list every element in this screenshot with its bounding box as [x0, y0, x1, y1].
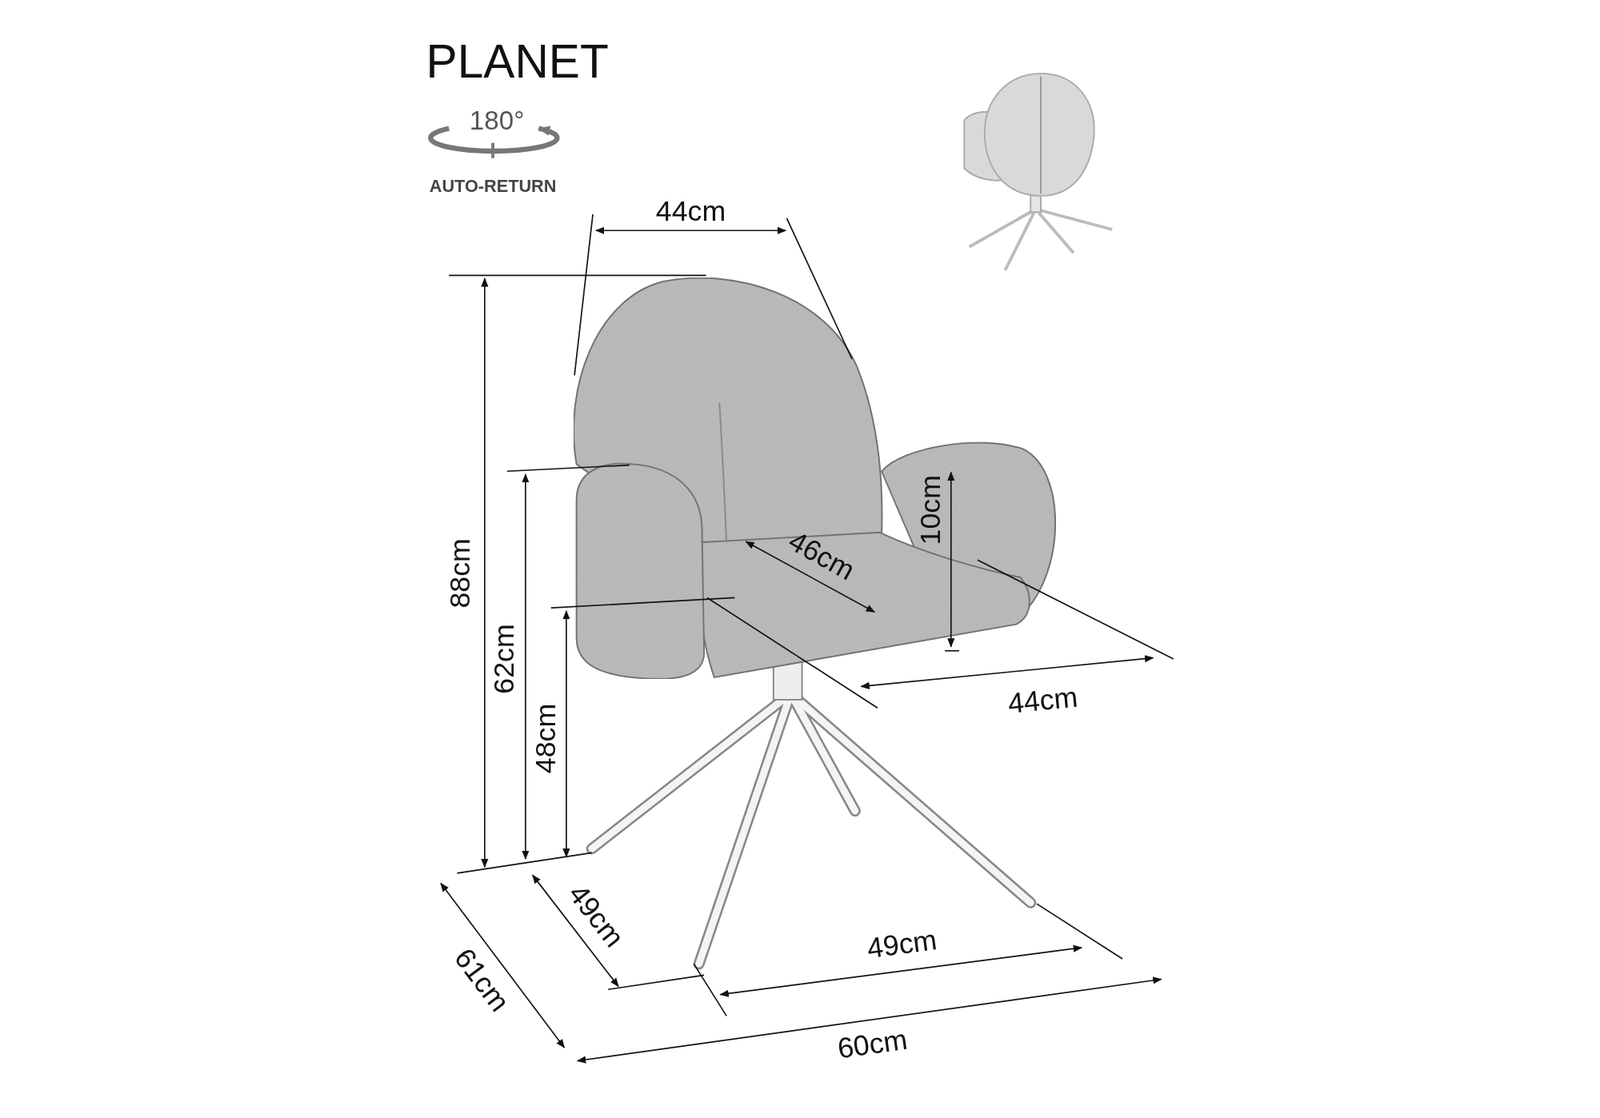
- extension-line: [707, 597, 878, 708]
- extension-line: [1036, 904, 1123, 960]
- dimension-label: 10cm: [916, 475, 945, 545]
- thumbnail-back: [984, 73, 1095, 196]
- drawing-part: [1004, 208, 1036, 271]
- thumbnail-chair: [964, 73, 1112, 271]
- drawing-part: [791, 693, 856, 812]
- thumbnail-seam: [1040, 76, 1042, 195]
- dimension-line: [950, 472, 952, 648]
- rotation-angle: 180°: [469, 107, 525, 134]
- dimension-label: 44cm: [656, 196, 726, 226]
- dimension-label: 60cm: [836, 1025, 909, 1064]
- dimension-line: [861, 658, 1154, 688]
- dimension-line: [484, 278, 486, 868]
- extension-line: [551, 597, 736, 608]
- product-title: PLANET: [426, 37, 609, 85]
- dimension-lines: [440, 214, 1174, 1062]
- dimension-label: 44cm: [1006, 683, 1079, 719]
- extension-line: [448, 275, 706, 277]
- drawing-part: [791, 693, 1032, 903]
- drawing-part: [791, 693, 1032, 903]
- left-armrest: [576, 464, 704, 680]
- chair-legs: [592, 693, 1031, 964]
- dimension-label: 62cm: [489, 624, 519, 694]
- chair: [573, 278, 1056, 965]
- drawing-part: [791, 693, 856, 812]
- drawing-part: [573, 278, 1056, 680]
- dimension-line: [524, 474, 527, 860]
- dimension-line: [596, 229, 786, 232]
- extension-line: [693, 964, 727, 1016]
- drawing-part: [592, 693, 1031, 964]
- rotation-note: AUTO-RETURN: [429, 178, 557, 196]
- dimension-label: 49cm: [865, 926, 939, 964]
- extension-line: [786, 218, 852, 360]
- rotation-axis: [491, 143, 495, 159]
- drawing-part: [592, 693, 1031, 964]
- dimension-label: 61cm: [448, 944, 514, 1017]
- extension-line: [574, 214, 593, 376]
- thumbnail-legs: [969, 208, 1113, 271]
- extension-line: [944, 650, 960, 652]
- extension-line: [977, 560, 1174, 660]
- dimension-label: 48cm: [532, 704, 561, 774]
- drawing-part: [699, 693, 792, 964]
- seat: [696, 532, 1030, 678]
- back-seam: [719, 403, 727, 544]
- extension-line: [456, 852, 592, 874]
- extension-line: [507, 465, 630, 472]
- extension-line: [608, 975, 704, 990]
- dimension-label: 49cm: [563, 880, 629, 953]
- dimension-line: [565, 611, 568, 857]
- dimension-label: 88cm: [445, 538, 475, 608]
- dimension-line: [440, 884, 564, 1048]
- drawing-part: [699, 693, 792, 964]
- drawing-part: [1036, 208, 1113, 230]
